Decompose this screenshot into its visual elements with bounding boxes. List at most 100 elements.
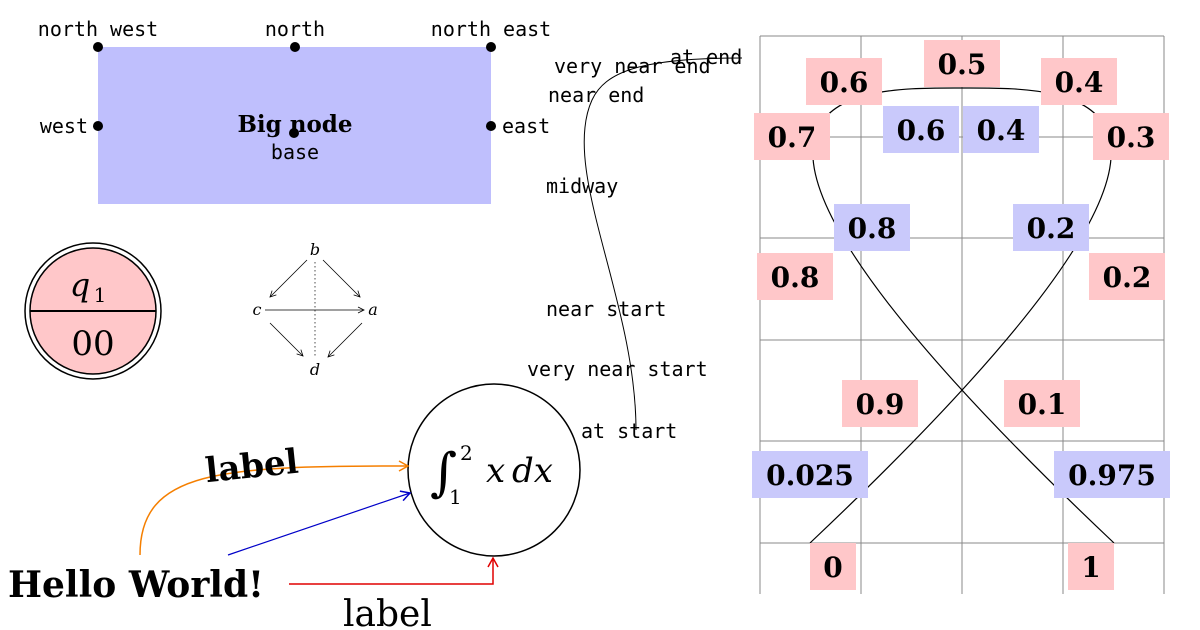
orange-arrow xyxy=(139,460,410,556)
anchor-label-west: west xyxy=(40,114,88,138)
blue-label-0.4: 0.4 xyxy=(963,106,1039,153)
blue-label-text: 0.4 xyxy=(977,114,1026,147)
anchor-dot-north-east xyxy=(486,42,496,52)
blue-label-text: 0.8 xyxy=(848,212,897,245)
red-label: label xyxy=(343,594,432,630)
hello-world-text: Hello World! xyxy=(8,564,264,606)
position-path-group: at end very near end near end midway nea… xyxy=(527,45,742,443)
label-midway: midway xyxy=(546,174,618,198)
pink-label-bg xyxy=(842,380,918,427)
pink-label-1: 1 xyxy=(1068,543,1114,590)
diamond-edge-c-d xyxy=(269,322,304,357)
label-at-start: at start xyxy=(581,419,677,443)
label-near-end: near end xyxy=(548,83,644,107)
big-node-group: Big node base north west north north eas… xyxy=(38,17,551,204)
diamond-edge-a-d xyxy=(327,322,363,358)
integral-group: ∫ 2 1 x dx xyxy=(407,383,581,557)
blue-label-bg xyxy=(752,451,868,498)
big-node-rect xyxy=(98,47,491,204)
blue-label-0.975: 0.975 xyxy=(1054,451,1170,498)
state-node-top: q xyxy=(70,266,90,304)
diamond-label-d: d xyxy=(310,360,320,379)
blue-label-bg xyxy=(883,106,959,153)
diamond-label-a: a xyxy=(368,300,378,319)
pink-label-bg xyxy=(1068,543,1114,590)
blue-label-text: 0.6 xyxy=(897,114,946,147)
blue-label-0.025: 0.025 xyxy=(752,451,868,498)
pink-label-0.4: 0.4 xyxy=(1041,58,1117,105)
anchor-dot-north xyxy=(290,42,300,52)
blue-label-text: 0.975 xyxy=(1068,459,1156,492)
position-curve xyxy=(583,57,743,431)
pink-label-0.5: 0.5 xyxy=(924,40,1000,87)
pink-label-0.6: 0.6 xyxy=(806,58,882,105)
blue-label-0.2: 0.2 xyxy=(1013,204,1089,251)
blue-label-bg xyxy=(1013,204,1089,251)
integral-body: x xyxy=(486,451,505,491)
blue-label-text: 0.025 xyxy=(766,459,854,492)
pink-label-text: 1 xyxy=(1081,551,1100,584)
pink-label-text: 0.6 xyxy=(820,66,869,99)
anchor-label-north-west: north west xyxy=(38,17,158,41)
pink-label-bg xyxy=(806,58,882,105)
pink-label-text: 0 xyxy=(823,551,842,584)
orange-label: label xyxy=(203,442,300,492)
label-near-start: near start xyxy=(546,297,666,321)
diamond-label-c: c xyxy=(253,300,262,319)
state-node-outer-ring xyxy=(24,242,162,380)
pink-label-text: 0.3 xyxy=(1107,121,1156,154)
pink-label-bg xyxy=(810,543,856,590)
state-node-group: q 1 00 xyxy=(24,242,162,380)
anchor-label-north: north xyxy=(265,17,325,41)
pink-label-0.7: 0.7 xyxy=(754,113,830,160)
integral-differential: dx xyxy=(512,451,553,491)
red-arrow xyxy=(289,556,499,585)
pink-label-0.1: 0.1 xyxy=(1004,380,1080,427)
pink-label-bg xyxy=(1004,380,1080,427)
blue-label-bg xyxy=(834,204,910,251)
loop-grid-group: 0.5 0.6 0.4 0.7 0.3 0.8 0.2 0.9 xyxy=(752,35,1170,594)
pink-label-bg xyxy=(757,253,833,300)
anchor-dot-base xyxy=(289,128,299,138)
pink-label-bg xyxy=(1041,58,1117,105)
pink-label-bg xyxy=(1089,253,1165,300)
pink-label-0: 0 xyxy=(810,543,856,590)
diamond-edge-b-c xyxy=(269,259,308,298)
pink-label-text: 0.2 xyxy=(1103,261,1152,294)
pink-label-0.9: 0.9 xyxy=(842,380,918,427)
pink-label-text: 0.7 xyxy=(768,121,817,154)
pink-label-text: 0.5 xyxy=(938,48,987,81)
label-very-near-end: very near end xyxy=(554,54,711,78)
state-node-top-subscript: 1 xyxy=(94,283,107,307)
blue-label-text: 0.2 xyxy=(1027,212,1076,245)
blue-arrow xyxy=(227,490,412,556)
state-node-bottom: 00 xyxy=(71,324,114,364)
pink-label-0.8: 0.8 xyxy=(757,253,833,300)
pink-label-text: 0.4 xyxy=(1055,66,1104,99)
blue-label-0.8: 0.8 xyxy=(834,204,910,251)
pink-label-text: 0.8 xyxy=(771,261,820,294)
diamond-edge-b-a xyxy=(322,259,361,298)
pink-label-0.2: 0.2 xyxy=(1089,253,1165,300)
hello-group: Hello World! label label xyxy=(8,442,499,630)
pink-label-text: 0.1 xyxy=(1018,388,1067,421)
anchor-dot-north-west xyxy=(93,42,103,52)
anchor-label-north-east: north east xyxy=(431,17,551,41)
anchor-dot-west xyxy=(93,121,103,131)
anchor-dot-east xyxy=(486,121,496,131)
blue-label-0.6: 0.6 xyxy=(883,106,959,153)
big-node-base-label: base xyxy=(271,140,319,164)
blue-label-bg xyxy=(963,106,1039,153)
pink-label-0.3: 0.3 xyxy=(1093,113,1169,160)
blue-label-bg xyxy=(1054,451,1170,498)
label-very-near-start: very near start xyxy=(527,357,708,381)
integral-lower-limit: 1 xyxy=(449,485,462,509)
label-at-end: at end xyxy=(670,45,742,69)
anchor-label-east: east xyxy=(502,114,550,138)
pink-label-bg xyxy=(754,113,830,160)
integral-upper-limit: 2 xyxy=(460,441,473,465)
integral-sign: ∫ xyxy=(430,443,457,503)
pink-label-bg xyxy=(1093,113,1169,160)
diamond-label-b: b xyxy=(310,240,320,259)
